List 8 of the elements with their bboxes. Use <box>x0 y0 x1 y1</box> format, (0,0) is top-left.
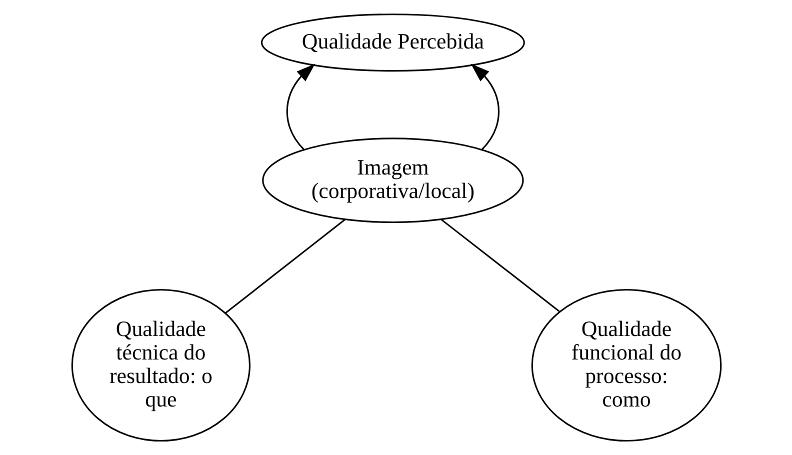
node-ellipse: Imagem (corporativa/local) <box>262 138 524 224</box>
arrow <box>470 64 499 150</box>
connector <box>440 218 560 312</box>
arrow <box>286 64 315 150</box>
node-ellipse: Qualidade técnica do resultado: o que <box>70 288 250 442</box>
connector <box>224 218 345 314</box>
node-ellipse: Qualidade Percebida <box>260 14 524 72</box>
node-ellipse: Qualidade funcional do processo: como <box>530 288 722 442</box>
